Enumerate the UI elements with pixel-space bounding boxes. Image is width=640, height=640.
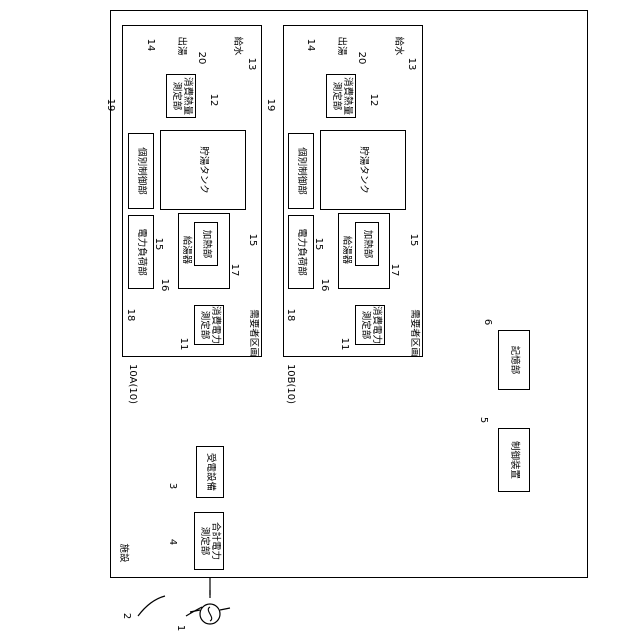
ref-b-18: 18 <box>285 309 295 322</box>
ref-storage: 6 <box>482 319 492 325</box>
ref-b-16: 16 <box>319 279 329 292</box>
area-a-load-label: 電力負荷部 <box>136 228 146 276</box>
area-a-power-meter-label: 消費電力測定部 <box>198 306 220 344</box>
ref-a-11: 11 <box>178 338 188 351</box>
area-a-individual-control-label: 個別制御部 <box>136 147 146 195</box>
area-b-tank-label: 貯湯タンク <box>358 146 368 194</box>
ref-a-14: 14 <box>145 39 155 52</box>
leader-2 <box>138 596 165 616</box>
ref-a-18: 18 <box>125 309 135 322</box>
ref-a-12: 12 <box>208 94 218 107</box>
area-b-hot-water-out: 出湯 <box>336 36 346 55</box>
ref-source: 1 <box>175 625 185 631</box>
area-a-heater-label: 給湯器 <box>181 236 191 265</box>
area-b-supply-water: 給水 <box>393 36 403 55</box>
area-a-tank-label: 貯湯タンク <box>198 146 208 194</box>
area-b-individual-control-label: 個別制御部 <box>296 147 306 195</box>
ref-b-12: 12 <box>368 94 378 107</box>
ref-facility: 2 <box>121 613 131 619</box>
storage-label: 記憶部 <box>509 346 519 375</box>
ref-b-19: 19 <box>265 99 275 112</box>
ref-b-17: 17 <box>389 264 399 277</box>
area-b-title: 需要者区画 <box>409 309 419 357</box>
ref-area-a: 10A(10) <box>127 364 137 404</box>
area-a-supply-water: 給水 <box>232 36 242 55</box>
ref-b-13: 13 <box>406 58 416 71</box>
ref-receiver: 3 <box>167 483 177 489</box>
area-b-heat-meter-label: 消費熱量測定部 <box>330 77 352 115</box>
area-a-hot-water-out: 出湯 <box>176 36 186 55</box>
ref-control-device: 5 <box>478 417 488 423</box>
ref-b-15-left: 15 <box>313 238 323 251</box>
area-a-heating-unit-label: 加熱部 <box>201 230 211 259</box>
ref-a-19: 19 <box>105 99 115 112</box>
ref-b-15-right: 15 <box>408 234 418 247</box>
ref-total-meter: 4 <box>167 539 177 545</box>
power-receiver-label: 受電設備 <box>205 453 215 491</box>
ref-a-15-right: 15 <box>247 234 257 247</box>
area-a-title: 需要者区画 <box>248 309 258 357</box>
ref-a-17: 17 <box>229 264 239 277</box>
ref-a-20: 20 <box>196 52 206 65</box>
total-power-meter-label: 合計電力測定部 <box>198 522 220 560</box>
ref-area-b: 10B(10) <box>285 364 295 404</box>
ref-b-14: 14 <box>305 39 315 52</box>
area-b-heating-unit-label: 加熱部 <box>362 230 372 259</box>
ref-a-13: 13 <box>246 58 256 71</box>
control-device-label: 制御装置 <box>509 441 519 479</box>
ref-a-16: 16 <box>159 279 169 292</box>
area-a-heat-meter-label: 消費熱量測定部 <box>170 77 192 115</box>
ref-a-15-left: 15 <box>153 238 163 251</box>
area-b-heater-label: 給湯器 <box>341 236 351 265</box>
facility-label: 施設 <box>118 543 128 562</box>
ref-b-11: 11 <box>339 338 349 351</box>
area-b-load-label: 電力負荷部 <box>296 228 306 276</box>
area-b-power-meter-label: 消費電力測定部 <box>359 306 381 344</box>
ref-b-20: 20 <box>356 52 366 65</box>
